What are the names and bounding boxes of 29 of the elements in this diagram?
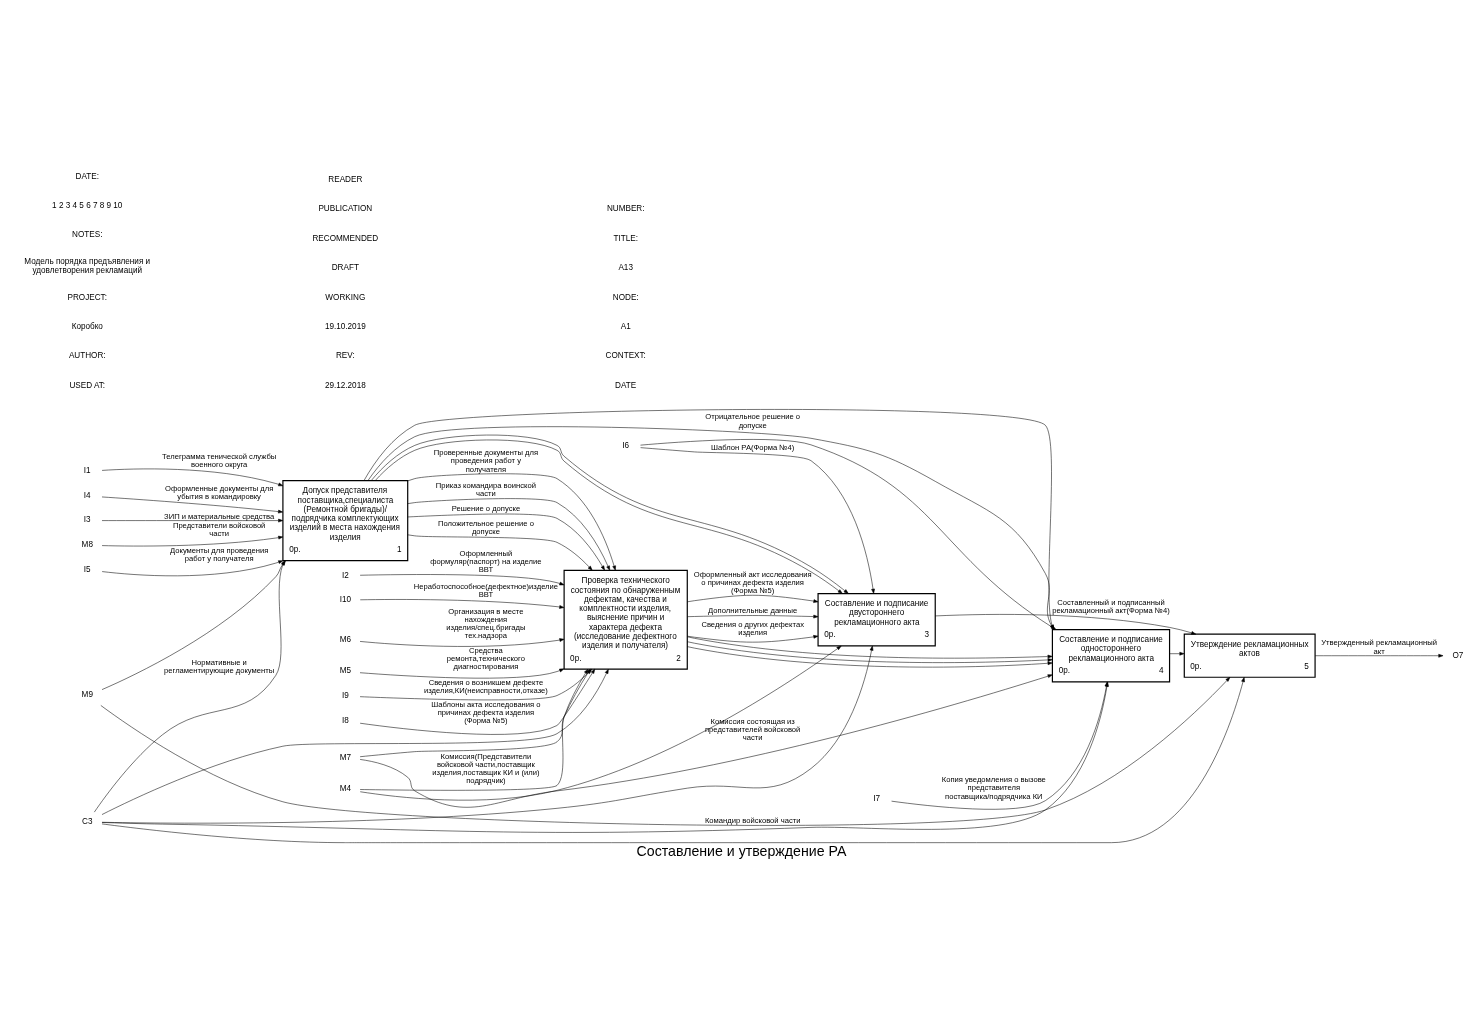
arrow (359, 645, 842, 801)
arrow (687, 635, 819, 643)
arrow (687, 641, 1053, 663)
arrow (359, 674, 1053, 808)
arrow (407, 473, 616, 571)
arrow (687, 595, 819, 603)
arrow (687, 646, 1053, 668)
arrow (640, 447, 875, 594)
arrow (407, 498, 611, 571)
arrow (687, 636, 1053, 659)
arrow (101, 535, 284, 547)
arrow (101, 496, 284, 514)
arrow (359, 638, 565, 647)
diagram-title: Составление и утверждение РА (636, 843, 847, 860)
arrow (407, 513, 605, 571)
arrow (935, 614, 1197, 635)
arrow (101, 681, 1109, 833)
arrow (1314, 653, 1444, 658)
arrow (101, 518, 284, 523)
arrow (891, 681, 1109, 810)
arrow (1169, 651, 1185, 656)
arrow (359, 668, 589, 791)
arrow (101, 645, 874, 824)
arrow (359, 574, 565, 586)
arrow (359, 668, 565, 679)
arrow (101, 468, 284, 487)
arrow (360, 599, 565, 609)
arrow (687, 614, 819, 619)
arrow (407, 534, 593, 571)
